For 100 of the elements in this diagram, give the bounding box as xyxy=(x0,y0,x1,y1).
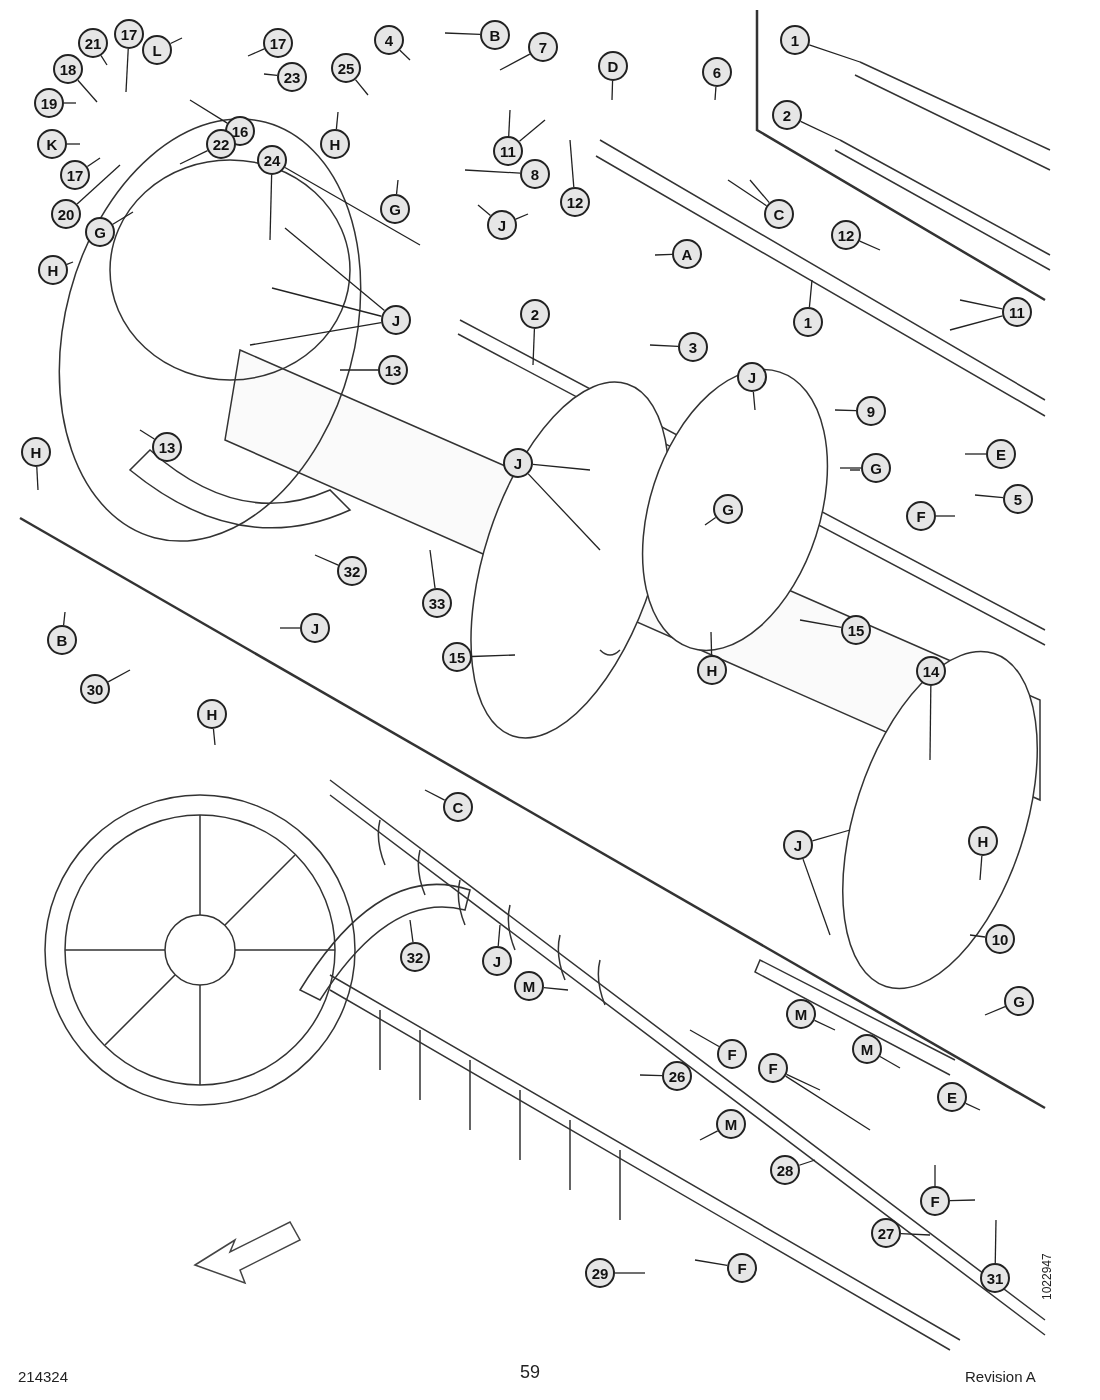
callout-number: 17 xyxy=(114,19,144,49)
callout-number: 28 xyxy=(770,1155,800,1185)
leader-line xyxy=(811,829,851,842)
leader-line xyxy=(949,1199,976,1202)
leader-line xyxy=(279,627,301,629)
leader-line xyxy=(974,494,1004,499)
callout-number: 18 xyxy=(53,54,83,84)
leader-line xyxy=(543,986,569,991)
leader-line xyxy=(704,516,717,526)
leader-line xyxy=(785,1073,821,1091)
leader-line xyxy=(464,169,521,174)
callout-number: 11 xyxy=(493,136,523,166)
callout-number: 11 xyxy=(1002,297,1032,327)
callout-number: H xyxy=(38,255,68,285)
callout-number: 13 xyxy=(152,432,182,462)
callout-number: L xyxy=(142,35,172,65)
leader-line xyxy=(994,1219,997,1264)
callout-number: A xyxy=(672,239,702,269)
callout-number: 25 xyxy=(331,53,361,83)
callout-number: 31 xyxy=(980,1263,1010,1293)
leader-line xyxy=(212,728,216,746)
leader-line xyxy=(569,139,575,188)
callout-number: 20 xyxy=(51,199,81,229)
leader-line xyxy=(284,227,386,312)
callout-number: G xyxy=(1004,986,1034,1016)
leader-line xyxy=(189,99,228,124)
leader-line xyxy=(964,453,987,455)
leader-line xyxy=(964,1102,981,1111)
leader-line xyxy=(527,473,601,551)
revision-label: Revision A xyxy=(965,1368,1036,1385)
callout-number: C xyxy=(443,792,473,822)
leader-line xyxy=(269,174,273,241)
leader-line xyxy=(710,631,713,656)
leader-line xyxy=(808,279,813,308)
leader-line xyxy=(532,463,591,471)
callout-number: 23 xyxy=(277,62,307,92)
callout-number: F xyxy=(920,1186,950,1216)
callout-number: 24 xyxy=(257,145,287,175)
leader-line xyxy=(139,429,155,440)
leader-line xyxy=(62,611,66,626)
callout-number: 10 xyxy=(985,924,1015,954)
leader-line xyxy=(471,654,516,658)
leader-line xyxy=(518,119,546,142)
leader-line xyxy=(694,1259,728,1267)
leader-line xyxy=(263,73,278,77)
leader-line xyxy=(36,466,39,491)
leader-line xyxy=(611,80,614,101)
leader-line xyxy=(63,102,77,104)
callout-number: 13 xyxy=(378,355,408,385)
leader-line xyxy=(497,924,501,947)
leader-line xyxy=(339,369,379,371)
callout-number: 26 xyxy=(662,1061,692,1091)
leader-line xyxy=(727,179,768,207)
callout-number: G xyxy=(85,217,115,247)
callout-number: 27 xyxy=(871,1218,901,1248)
callout-number: H xyxy=(21,437,51,467)
leader-line xyxy=(799,120,841,141)
callout-number: 32 xyxy=(337,556,367,586)
callout-number: M xyxy=(716,1109,746,1139)
leader-line xyxy=(66,261,74,266)
callout-number: F xyxy=(758,1053,788,1083)
callout-number: F xyxy=(906,501,936,531)
leader-line xyxy=(614,1272,646,1274)
callout-number: E xyxy=(986,439,1016,469)
callout-number: F xyxy=(727,1253,757,1283)
leader-line xyxy=(639,1074,663,1077)
callout-number: 19 xyxy=(34,88,64,118)
leader-line xyxy=(107,669,131,683)
leader-line xyxy=(984,1006,1006,1016)
callout-number: 17 xyxy=(60,160,90,190)
callout-number: 12 xyxy=(831,220,861,250)
callout-number: 32 xyxy=(400,942,430,972)
leader-line xyxy=(77,79,98,103)
leader-line xyxy=(76,164,121,205)
leader-line xyxy=(798,1159,816,1166)
callout-number: 8 xyxy=(520,159,550,189)
leader-line xyxy=(284,166,421,246)
leader-line xyxy=(969,934,986,938)
leader-line xyxy=(429,549,436,589)
callout-number: 29 xyxy=(585,1258,615,1288)
leader-line xyxy=(314,554,339,566)
leader-line xyxy=(271,287,383,317)
leader-line xyxy=(879,1055,901,1069)
document-number: 214324 xyxy=(18,1368,69,1385)
leader-line xyxy=(839,467,862,469)
leader-line xyxy=(689,1029,720,1048)
leader-line xyxy=(86,157,101,168)
callout-number: M xyxy=(852,1034,882,1064)
leader-line xyxy=(979,855,983,881)
callout-number: E xyxy=(937,1082,967,1112)
callout-number: 6 xyxy=(702,57,732,87)
callout-number: 7 xyxy=(528,32,558,62)
leader-line xyxy=(499,53,531,71)
leader-line xyxy=(654,253,673,256)
callout-number: 12 xyxy=(560,187,590,217)
leader-line xyxy=(699,1130,719,1141)
callout-number: G xyxy=(861,453,891,483)
callout-number: J xyxy=(503,448,533,478)
leader-line xyxy=(949,315,1004,331)
leader-line xyxy=(752,391,756,411)
